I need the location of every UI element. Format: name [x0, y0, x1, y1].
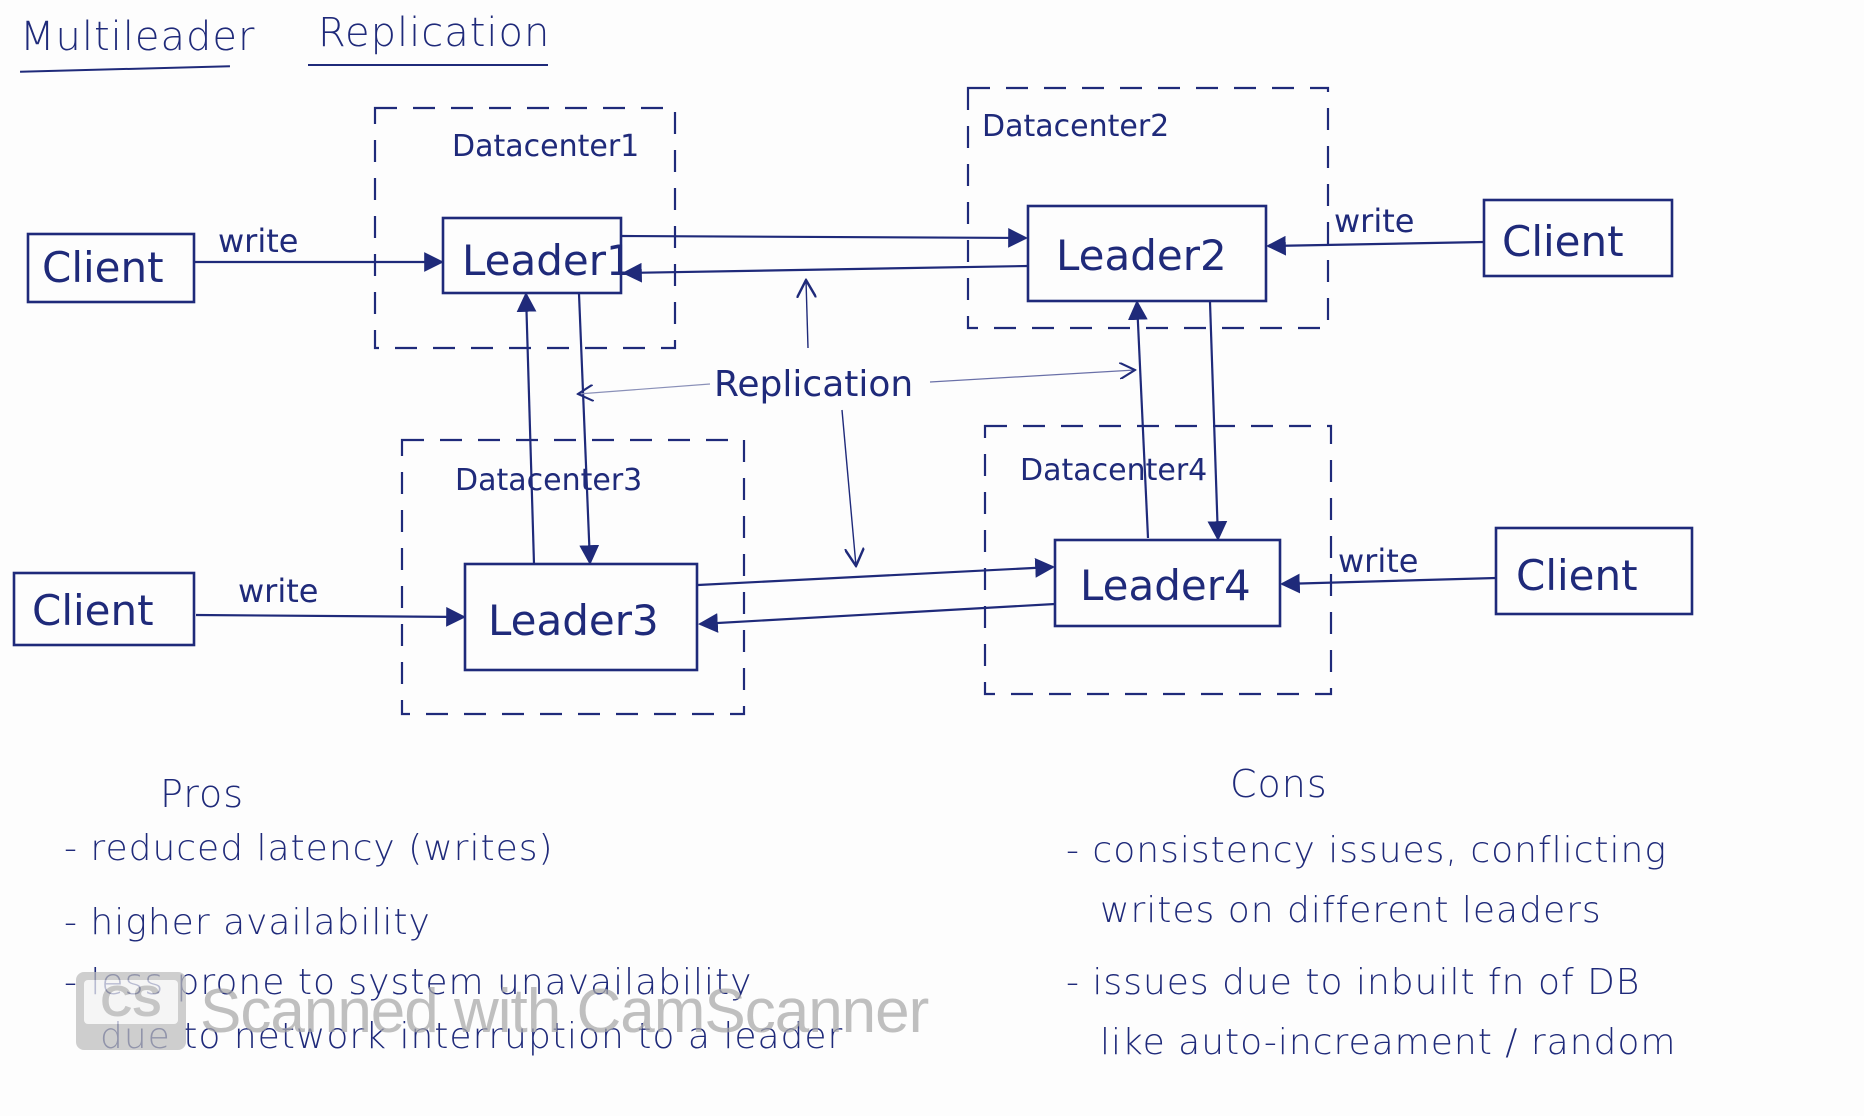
client4-box[interactable]: [1494, 526, 1694, 616]
replication-l4-to-l3: [698, 602, 1056, 633]
replication-l1-to-l2: [621, 228, 1028, 248]
datacenter4-boundary: [983, 424, 1333, 696]
replication-pointer-down: [841, 409, 856, 566]
pros-item: due to network interruption to a leader: [100, 1016, 844, 1057]
client3-write-label: write: [238, 572, 318, 610]
client2-write-edge: [1266, 235, 1485, 256]
replication-pointer-right: [929, 370, 1135, 383]
leader4-label: Leader4: [1080, 561, 1251, 610]
pros-title: Pros: [160, 772, 245, 816]
replication-l1-to-l3: [577, 293, 600, 565]
client3-label: Client: [32, 586, 154, 635]
cons-item: writes on different leaders: [1100, 890, 1602, 931]
datacenter2-label: Datacenter2: [982, 109, 1169, 144]
replication-diagram: Datacenter1 Datacenter2 Datacenter3 Data…: [12, 86, 1694, 716]
replication-pointer-left: [578, 383, 711, 394]
client4-write-edge: [1280, 573, 1497, 594]
datacenter1-boundary: [373, 106, 677, 350]
replication-label: Replication: [714, 364, 913, 405]
cons-item: like auto-increament / random: [1100, 1022, 1677, 1063]
replication-l2-to-l4: [1207, 301, 1228, 541]
client3-write-edge: [195, 606, 466, 627]
pros-item: - higher availability: [64, 902, 431, 943]
datacenter2-boundary: [966, 86, 1330, 330]
client4-label: Client: [1516, 551, 1638, 600]
datacenter4-label: Datacenter4: [1020, 453, 1207, 488]
leader2-label: Leader2: [1056, 231, 1227, 280]
camscanner-watermark: CS Scanned with CamScanner: [76, 970, 929, 1052]
datacenter1-label: Datacenter1: [452, 129, 639, 164]
cons-title: Cons: [1230, 762, 1328, 806]
title-underline-2: [308, 64, 548, 66]
page-title-multileader: Multileader: [20, 14, 256, 60]
client2-write-label: write: [1334, 202, 1414, 240]
replication-l3-to-l4: [697, 558, 1055, 587]
client3-box[interactable]: [12, 571, 196, 647]
leader3-label: Leader3: [488, 596, 659, 645]
camscanner-logo-icon: CS: [76, 972, 186, 1050]
datacenter3-label: Datacenter3: [455, 463, 642, 498]
leader1-label: Leader1: [462, 236, 633, 285]
page-title-replication: Replication: [318, 10, 551, 56]
watermark-text: Scanned with CamScanner: [200, 976, 929, 1046]
replication-l4-to-l2: [1127, 300, 1150, 539]
datacenter3-boundary: [400, 438, 746, 716]
client2-label: Client: [1502, 217, 1624, 266]
replication-l3-to-l1: [516, 292, 537, 565]
client4-write-label: write: [1338, 542, 1418, 580]
client1-write-label: write: [218, 222, 298, 260]
pros-item: - reduced latency (writes): [64, 828, 554, 869]
client1-box[interactable]: [26, 232, 196, 304]
cons-item: - consistency issues, conflicting: [1066, 830, 1667, 871]
client1-label: Client: [42, 243, 164, 292]
replication-l2-to-l1: [622, 262, 1029, 283]
client2-box[interactable]: [1482, 198, 1674, 278]
camscanner-logo-text: CS: [84, 977, 178, 1026]
cons-item: - issues due to inbuilt fn of DB: [1066, 962, 1641, 1003]
leader4-box[interactable]: [1053, 538, 1282, 628]
replication-pointer-up: [806, 280, 808, 349]
